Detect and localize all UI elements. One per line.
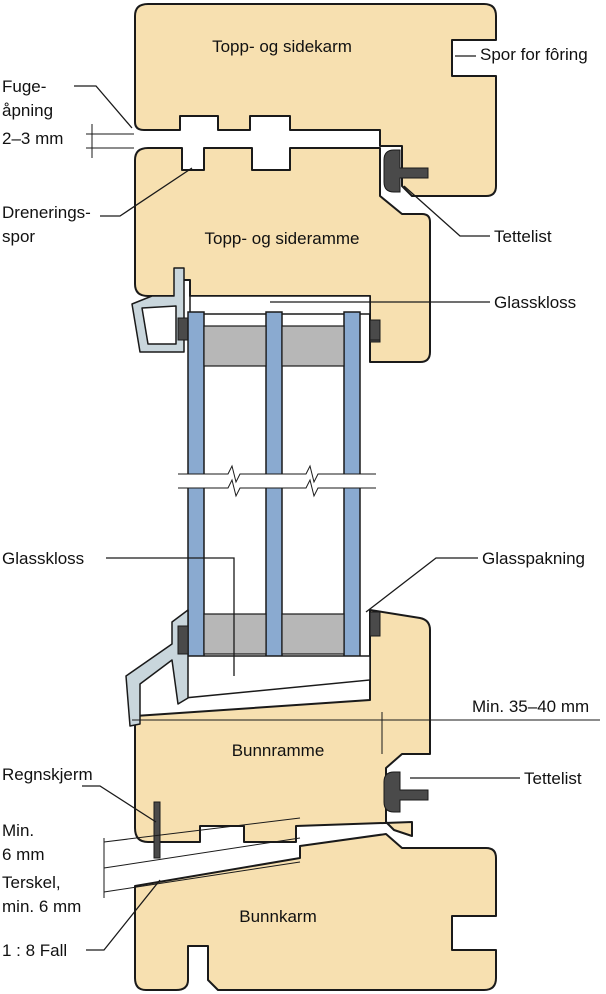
- label-joint-opening-2: åpning: [2, 101, 53, 120]
- label-top-side-sash: Topp- og sideramme: [205, 229, 360, 248]
- spacer-bottom-left: [203, 613, 267, 655]
- spacer-top-right: [281, 325, 345, 367]
- label-joint-opening-1: Fuge-: [2, 77, 46, 96]
- break-line-lower: [178, 478, 376, 498]
- top-sash-gasket: [177, 317, 189, 341]
- label-glass-block-top: Glasskloss: [494, 293, 576, 312]
- label-seal-bottom: Tettelist: [524, 769, 582, 788]
- label-threshold-2: min. 6 mm: [2, 897, 81, 916]
- label-top-side-frame: Topp- og sidekarm: [212, 37, 352, 56]
- leader-seal-top: [403, 185, 490, 237]
- label-drainage-1: Drenerings-: [2, 203, 91, 222]
- sill-slope-line-1: [103, 817, 301, 843]
- leader-rain-screen: [82, 785, 157, 823]
- top-seal-strip: [383, 149, 429, 193]
- leader-glass-gasket: [365, 557, 478, 613]
- label-joint-size: 2–3 mm: [2, 129, 63, 148]
- bottom-aluminium-clip: [125, 609, 189, 727]
- top-side-frame: [134, 3, 497, 197]
- label-bottom-frame: Bunnkarm: [239, 907, 316, 926]
- top-side-sash: [134, 147, 431, 363]
- leader-joint-opening: [74, 85, 133, 129]
- bottom-sash-gasket-left: [177, 625, 189, 655]
- bottom-sash: [134, 609, 431, 843]
- label-glass-gasket: Glasspakning: [482, 549, 585, 568]
- leader-drainage: [100, 167, 193, 217]
- label-seal-top: Tettelist: [494, 227, 552, 246]
- label-glass-block-left: Glasskloss: [2, 549, 84, 568]
- spacer-bottom-right: [281, 613, 345, 655]
- label-guide-groove: Spor for fôring: [480, 45, 588, 64]
- label-threshold-1: Terskel,: [2, 873, 61, 892]
- leader-glass-block-left: [106, 557, 235, 676]
- bottom-sash-gasket-right: [369, 611, 381, 637]
- label-drainage-2: spor: [2, 227, 35, 246]
- label-slope: 1 : 8 Fall: [2, 941, 67, 960]
- label-min-dim: Min. 35–40 mm: [472, 697, 589, 716]
- leader-slope: [86, 879, 161, 951]
- top-aluminium-clip: [131, 267, 185, 353]
- label-min6-1: Min.: [2, 821, 34, 840]
- top-inner-gasket: [369, 319, 381, 343]
- label-min6-2: 6 mm: [2, 845, 45, 864]
- bottom-glass-rebate: [183, 655, 371, 699]
- label-rain-screen: Regnskjerm: [2, 765, 93, 784]
- spacer-top-left: [203, 325, 267, 367]
- break-line-upper: [178, 464, 376, 484]
- sill-slope-line-2: [103, 837, 301, 869]
- bottom-seal-strip: [383, 771, 429, 813]
- label-bottom-sash: Bunnramme: [232, 741, 325, 760]
- sill-slope-line-3: [103, 861, 301, 893]
- break-gap: [180, 474, 376, 488]
- rain-screen: [153, 801, 161, 859]
